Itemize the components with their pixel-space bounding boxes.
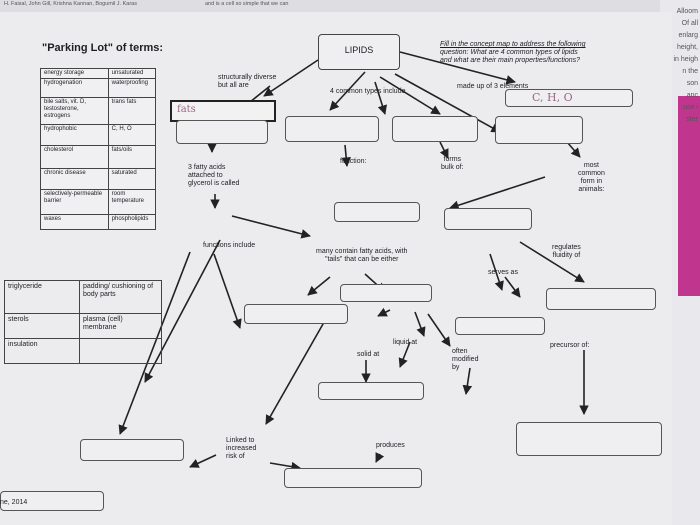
label-four-types: 4 common types include — [330, 88, 406, 95]
answer-box-3[interactable] — [392, 116, 478, 142]
answer-box-function[interactable] — [334, 202, 420, 222]
answer-box-solid-liquid[interactable] — [318, 382, 424, 400]
label-precursor: precursor of: — [550, 342, 590, 349]
label-structurally: structurally diverse but all are — [218, 74, 277, 89]
handwritten-fats: fats — [177, 104, 196, 115]
top-mid-text: and is a cell so simple that we can — [205, 1, 289, 7]
label-produces: produces — [376, 442, 405, 449]
answer-box-functions[interactable] — [244, 304, 348, 324]
answer-box-serves[interactable] — [455, 317, 545, 335]
answer-box-4[interactable] — [495, 116, 583, 144]
table-row: insulation — [4, 338, 162, 364]
answer-box-1[interactable] — [176, 120, 268, 144]
answer-box-precursor[interactable] — [516, 422, 662, 456]
label-often-modified: often modified by — [452, 348, 479, 371]
label-regulates: regulates fluidity of — [552, 244, 581, 259]
label-made-up: made up of 3 elements — [457, 83, 529, 90]
answer-box-fluidity[interactable] — [546, 288, 656, 310]
parking-lot-title: "Parking Lot" of terms: — [42, 42, 164, 54]
answer-box-produces[interactable] — [284, 468, 422, 488]
label-linked: Linked to increased risk of — [226, 437, 257, 460]
top-authors-text: H. Faisal, John Gill, Krishna Kannan, Bo… — [4, 1, 137, 7]
table-row: bile salts, vit. D, testosterone, estrog… — [40, 97, 157, 125]
answer-box-fats[interactable]: fats — [170, 100, 276, 122]
lipids-node: LIPIDS — [318, 34, 400, 70]
answer-box-either[interactable] — [340, 284, 432, 302]
label-many-contain: many contain fatty acids, with "tails" t… — [316, 248, 408, 263]
label-solid-at: solid at — [357, 351, 380, 358]
label-function: function: — [340, 158, 367, 165]
answer-box-bulk[interactable] — [444, 208, 532, 230]
handwritten-elements: C, H, O — [532, 91, 573, 104]
label-liquid-at: liquid at — [393, 339, 418, 346]
answer-box-elements[interactable]: C, H, O — [505, 89, 633, 107]
answer-box-bottom-left[interactable] — [0, 491, 104, 511]
answer-box-2[interactable] — [285, 116, 379, 142]
pink-highlight-band — [678, 96, 700, 296]
instructions-text: Fill in the concept map to address the f… — [440, 41, 586, 64]
book-page-top-strip: H. Faisal, John Gill, Krishna Kannan, Bo… — [0, 0, 700, 14]
label-forms-bulk: forms bulk of: — [441, 156, 464, 171]
label-serves-as: serves as — [488, 269, 518, 276]
label-functions-include: functions include — [203, 242, 256, 249]
answer-box-linked[interactable] — [80, 439, 184, 461]
label-most-common: most common form in animals: — [578, 162, 605, 193]
footer-text: ne, 2014 — [0, 499, 28, 506]
label-triglyceride-def: 3 fatty acids attached to glycerol is ca… — [188, 164, 240, 187]
